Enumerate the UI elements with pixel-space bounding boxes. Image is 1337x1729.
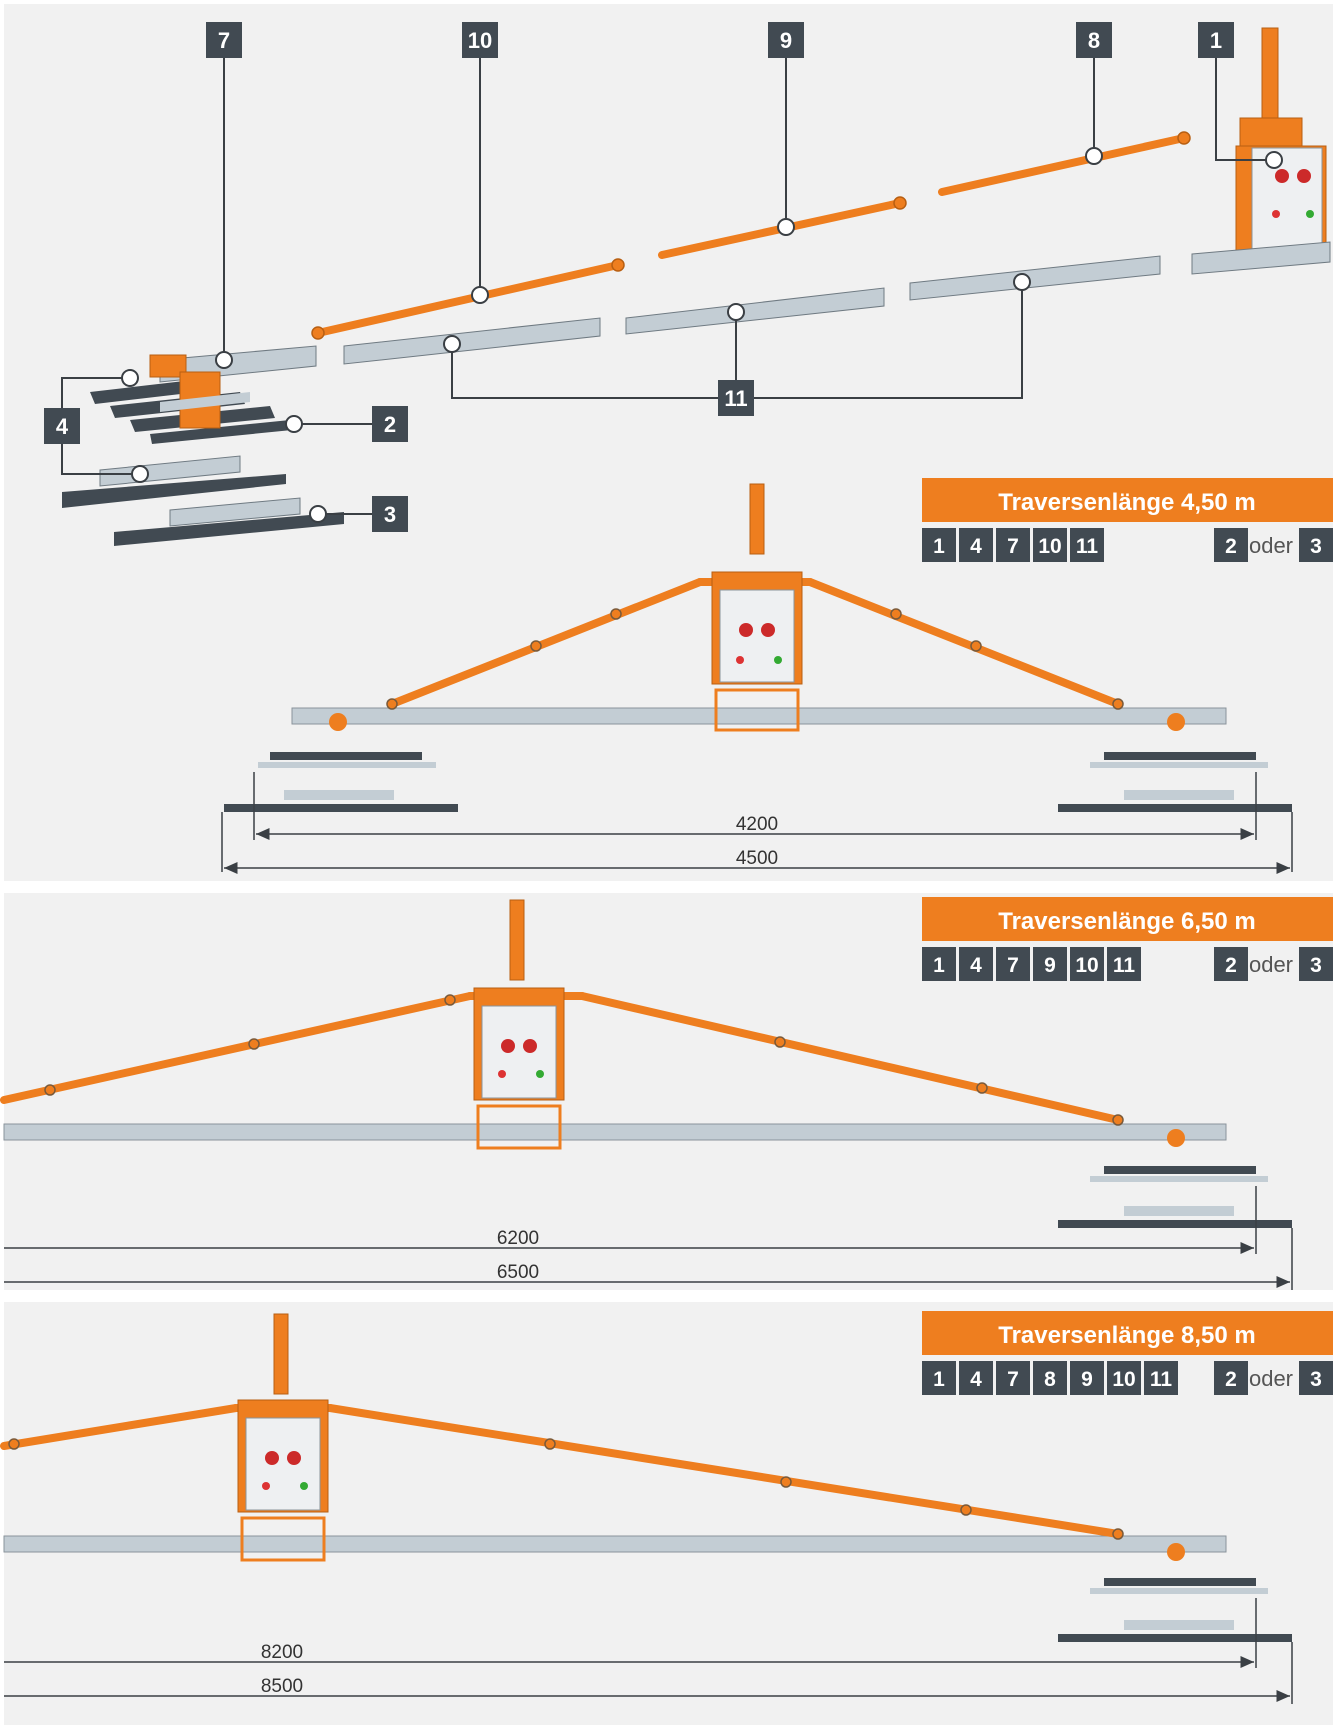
part-tag-11: 11 [718, 380, 754, 416]
strut-joints [386, 608, 1124, 710]
svg-text:3: 3 [1310, 1368, 1322, 1391]
svg-text:2: 2 [384, 412, 396, 437]
part-tag-8: 8 [1076, 22, 1112, 58]
part-tag-9: 9 [768, 22, 804, 58]
config-4-50: Traversenlänge 4,50 m 1 4 7 10 11 2 oder… [221, 478, 1333, 874]
control-unit-part-1 [1191, 27, 1331, 275]
svg-text:11: 11 [1076, 535, 1099, 558]
dimension-lines [4, 1598, 1293, 1704]
beam-part-11-a [343, 317, 601, 365]
svg-text:7: 7 [218, 28, 230, 53]
crossbeam [291, 707, 1227, 725]
strut-part-10 [311, 258, 625, 340]
config-title: Traversenlänge 6,50 m [998, 908, 1255, 935]
pad-assembly-right [1058, 713, 1292, 812]
config-title: Traversenlänge 8,50 m [998, 1322, 1255, 1349]
parts-list: 1 4 7 10 11 2 oder 3 [922, 528, 1333, 562]
svg-text:4: 4 [970, 954, 982, 977]
dimension-inner: 6200 [497, 1228, 539, 1249]
svg-text:4: 4 [970, 1368, 982, 1391]
part-tag-1: 1 [1198, 22, 1234, 58]
svg-text:8: 8 [1088, 28, 1100, 53]
svg-text:9: 9 [780, 28, 792, 53]
svg-text:11: 11 [1150, 1368, 1173, 1391]
dimension-inner: 8200 [261, 1642, 303, 1663]
svg-text:10: 10 [1038, 535, 1061, 558]
panel-top [4, 4, 1333, 881]
svg-text:2: 2 [1225, 1368, 1237, 1391]
svg-text:11: 11 [1113, 954, 1136, 977]
svg-text:7: 7 [1007, 1368, 1019, 1391]
config-8-50: Traversenlänge 8,50 m 1 4 7 8 9 10 11 2 … [0, 1311, 1333, 1704]
control-unit [473, 899, 565, 1150]
svg-text:oder: oder [1249, 1366, 1293, 1391]
parts-list: 1 4 7 8 9 10 11 2 oder 3 [922, 1361, 1333, 1395]
config-banner: Traversenlänge 6,50 m [922, 897, 1333, 941]
svg-text:7: 7 [1007, 535, 1019, 558]
svg-text:7: 7 [1007, 954, 1019, 977]
dimension-lines [4, 1186, 1293, 1290]
part-tag-4: 4 [44, 408, 80, 444]
svg-text:10: 10 [1075, 954, 1098, 977]
strut-part-8 [938, 131, 1191, 196]
dimension-outer: 4500 [736, 848, 778, 869]
svg-text:2: 2 [1225, 535, 1237, 558]
control-unit [711, 483, 803, 732]
svg-text:3: 3 [1310, 954, 1322, 977]
dimension-outer: 8500 [261, 1676, 303, 1697]
svg-text:oder: oder [1249, 533, 1293, 558]
svg-text:1: 1 [933, 1368, 945, 1391]
svg-text:8: 8 [1044, 1368, 1056, 1391]
dimension-lines [221, 772, 1293, 874]
svg-text:1: 1 [933, 954, 945, 977]
config-6-50: Traversenlänge 6,50 m 1 4 7 9 10 11 2 od… [0, 897, 1333, 1290]
svg-text:3: 3 [384, 502, 396, 527]
strut-joints [44, 994, 1124, 1126]
svg-text:2: 2 [1225, 954, 1237, 977]
svg-text:3: 3 [1310, 535, 1322, 558]
crossbeam [3, 1535, 1227, 1553]
part-tag-3: 3 [372, 496, 408, 532]
beam-part-11-b [625, 287, 885, 335]
svg-text:10: 10 [1112, 1368, 1135, 1391]
svg-text:10: 10 [468, 28, 492, 53]
pad-assembly-left [224, 713, 458, 812]
parts-list: 1 4 7 9 10 11 2 oder 3 [922, 947, 1333, 981]
crossbeam [3, 1123, 1227, 1141]
control-unit [237, 1313, 329, 1562]
svg-text:9: 9 [1044, 954, 1056, 977]
dimension-outer: 6500 [497, 1262, 539, 1283]
svg-text:4: 4 [56, 414, 69, 439]
part-tag-7: 7 [206, 22, 242, 58]
suction-pad-part-3 [114, 497, 344, 546]
config-title: Traversenlänge 4,50 m [998, 489, 1255, 516]
svg-text:1: 1 [933, 535, 945, 558]
part-tag-2: 2 [372, 406, 408, 442]
svg-text:1: 1 [1210, 28, 1222, 53]
exploded-view: 7 10 9 8 1 2 3 4 [44, 22, 1331, 546]
pad-assembly-right [1058, 1129, 1292, 1228]
pad-assembly-right [1058, 1543, 1292, 1642]
config-banner: Traversenlänge 4,50 m [922, 478, 1333, 522]
config-banner: Traversenlänge 8,50 m [922, 1311, 1333, 1355]
strut-joints [8, 1438, 1124, 1540]
beam-part-11-c [909, 255, 1161, 301]
suction-pads-part-2 [90, 371, 292, 444]
callout-points [121, 147, 1283, 523]
svg-text:oder: oder [1249, 952, 1293, 977]
svg-text:11: 11 [724, 386, 747, 411]
svg-text:4: 4 [970, 535, 982, 558]
dimension-inner: 4200 [736, 814, 778, 835]
svg-text:9: 9 [1081, 1368, 1093, 1391]
part-tag-10: 10 [462, 22, 498, 58]
